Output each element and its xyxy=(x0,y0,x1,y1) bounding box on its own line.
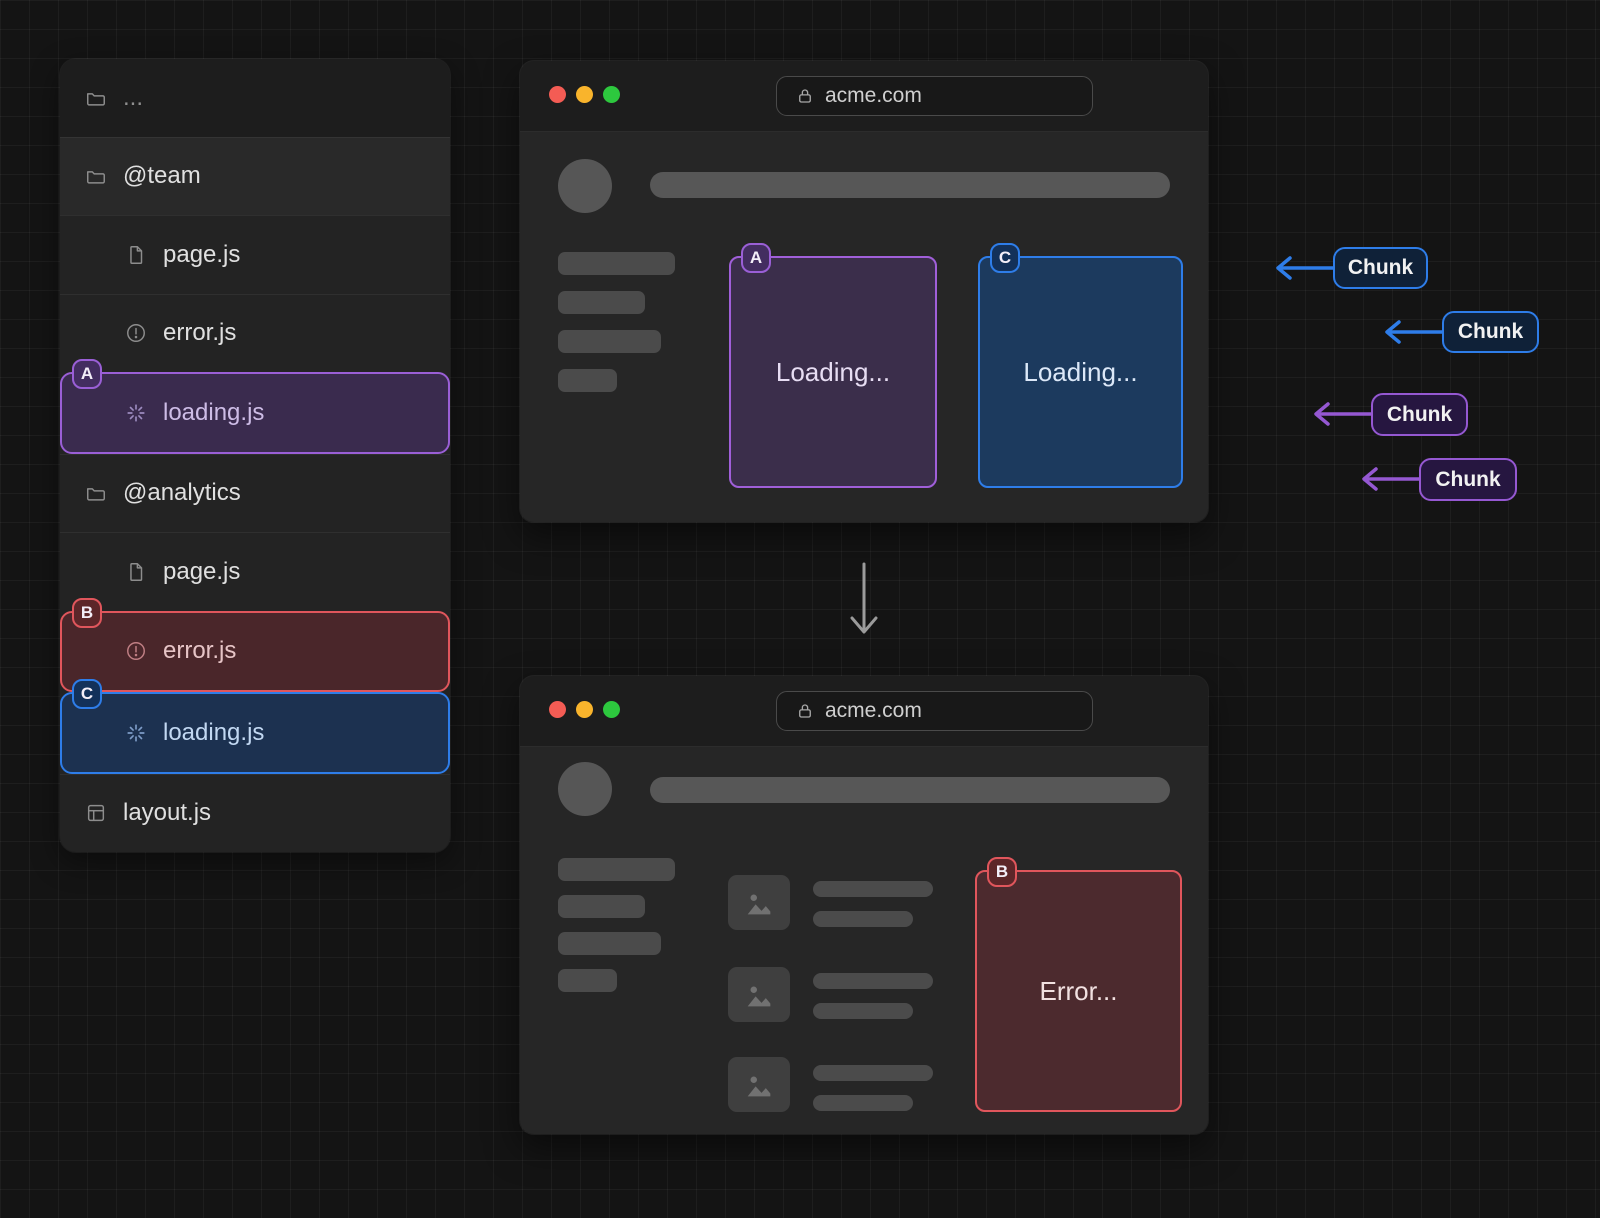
text-skeleton-bar xyxy=(558,369,617,392)
badge-a: A xyxy=(72,359,102,389)
tree-row-ellipsis: ... xyxy=(60,59,450,137)
avatar xyxy=(558,762,612,816)
loading-card-a: A Loading... xyxy=(729,243,937,488)
browser-titlebar: acme.com xyxy=(520,676,1208,747)
left-arrow-icon xyxy=(1309,400,1373,428)
error-card-b: B Error... xyxy=(975,857,1182,1112)
lock-icon xyxy=(796,702,814,720)
alert-circle-icon xyxy=(125,640,147,662)
tree-label: loading.js xyxy=(163,718,265,746)
text-skeleton-bar xyxy=(813,1065,933,1081)
nav-skeleton-bar xyxy=(650,172,1170,198)
tree-label: @team xyxy=(123,162,201,190)
badge-c: C xyxy=(990,243,1020,273)
chunk-text: Chunk xyxy=(1347,256,1414,279)
tree-row-layout-js: layout.js xyxy=(60,773,450,853)
minimize-window-icon xyxy=(576,701,593,718)
avatar xyxy=(558,159,612,213)
layout-icon xyxy=(85,802,107,824)
folder-icon xyxy=(85,165,107,187)
loading-card-c: C Loading... xyxy=(978,243,1183,488)
url-bar: acme.com xyxy=(776,76,1093,116)
down-arrow-icon xyxy=(849,560,879,640)
tree-label: page.js xyxy=(163,240,241,268)
text-skeleton-bar xyxy=(558,858,675,881)
chunk-text: Chunk xyxy=(1386,402,1453,426)
error-text: Error... xyxy=(1039,975,1118,1006)
text-skeleton-bar xyxy=(558,895,645,918)
nav-skeleton-bar xyxy=(650,777,1170,803)
tree-label: layout.js xyxy=(123,799,212,827)
browser-window-error: acme.com B Error... xyxy=(520,676,1208,1134)
text-skeleton-bar xyxy=(558,252,675,275)
tree-row-loading-js-c: C loading.js xyxy=(60,679,450,774)
image-placeholder-icon xyxy=(728,1057,790,1112)
file-tree-panel: ... @team page.js error.js A xyxy=(60,59,450,852)
badge-b: B xyxy=(72,597,102,628)
minimize-window-icon xyxy=(576,86,593,103)
tree-label: ... xyxy=(123,83,144,111)
badge-c: C xyxy=(72,679,102,709)
text-skeleton-bar xyxy=(813,1095,913,1111)
loading-text: Loading... xyxy=(1023,356,1138,387)
maximize-window-icon xyxy=(603,86,620,103)
url-text: acme.com xyxy=(825,699,922,722)
tree-row-analytics: @analytics xyxy=(60,453,450,533)
file-icon xyxy=(125,561,147,583)
image-placeholder-icon xyxy=(728,875,790,930)
close-window-icon xyxy=(549,701,566,718)
file-icon xyxy=(125,244,147,266)
chunk-label-purple: Chunk xyxy=(1371,393,1468,436)
tree-row-error-js-b: B error.js xyxy=(60,597,450,692)
tree-row-page-js: page.js xyxy=(60,532,450,611)
url-text: acme.com xyxy=(825,84,922,107)
folder-icon xyxy=(85,87,107,109)
tree-row-team: @team xyxy=(60,136,450,215)
chunk-text: Chunk xyxy=(1457,320,1524,343)
lock-icon xyxy=(796,87,814,105)
url-bar: acme.com xyxy=(776,691,1093,731)
left-arrow-icon xyxy=(1380,318,1444,346)
loading-text: Loading... xyxy=(775,356,891,387)
tree-label: error.js xyxy=(163,319,237,347)
browser-window-loading: acme.com A Loading... C Loading... xyxy=(520,61,1208,522)
text-skeleton-bar xyxy=(558,330,661,353)
tree-label: loading.js xyxy=(163,398,265,426)
tree-row-loading-js-a: A loading.js xyxy=(60,359,450,454)
left-arrow-icon xyxy=(1357,465,1421,493)
close-window-icon xyxy=(549,86,566,103)
badge-b: B xyxy=(987,857,1017,887)
chunk-label-purple: Chunk xyxy=(1419,458,1517,501)
text-skeleton-bar xyxy=(813,1003,913,1019)
text-skeleton-bar xyxy=(558,969,617,992)
chunk-text: Chunk xyxy=(1435,467,1501,491)
left-arrow-icon xyxy=(1271,254,1335,282)
alert-circle-icon xyxy=(125,322,147,344)
text-skeleton-bar xyxy=(558,291,645,314)
tree-row-page-js: page.js xyxy=(60,215,450,294)
spinner-icon xyxy=(125,722,147,744)
spinner-icon xyxy=(125,402,147,424)
folder-icon xyxy=(85,482,107,504)
image-placeholder-icon xyxy=(728,967,790,1022)
chunk-label-blue: Chunk xyxy=(1442,311,1539,353)
text-skeleton-bar xyxy=(558,932,661,955)
tree-label: @analytics xyxy=(123,479,241,507)
maximize-window-icon xyxy=(603,701,620,718)
tree-row-error-js: error.js xyxy=(60,293,450,373)
text-skeleton-bar xyxy=(813,911,913,927)
chunk-label-blue: Chunk xyxy=(1333,247,1428,289)
tree-label: error.js xyxy=(163,637,237,665)
text-skeleton-bar xyxy=(813,973,933,989)
tree-label: page.js xyxy=(163,557,241,585)
browser-titlebar: acme.com xyxy=(520,61,1208,132)
badge-a: A xyxy=(741,243,771,273)
text-skeleton-bar xyxy=(813,881,933,897)
